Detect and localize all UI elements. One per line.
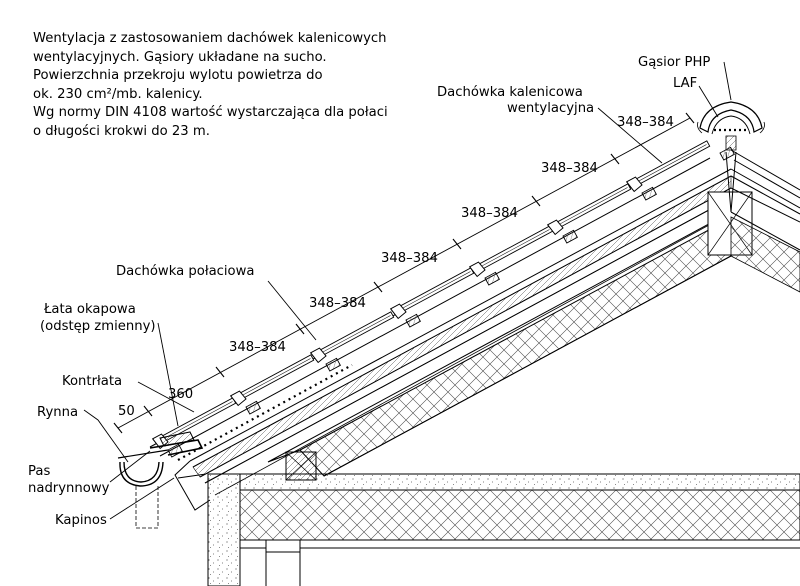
roof-tile xyxy=(625,140,711,193)
note-line: Wg normy DIN 4108 wartość wystarczająca … xyxy=(33,105,388,120)
wall-section xyxy=(207,473,241,586)
leader-laf xyxy=(698,85,719,118)
label-kontrlata: Kontrłata xyxy=(62,374,122,389)
label-kapinos: Kapinos xyxy=(55,513,107,528)
roof-tile xyxy=(229,354,315,407)
ridge-batten xyxy=(725,135,737,151)
note-line: Powierzchnia przekroju wylotu powietrza … xyxy=(33,68,323,83)
label-laf: LAF xyxy=(673,76,697,91)
roof-batten xyxy=(641,186,657,201)
note-line: Wentylacja z zastosowaniem dachówek kale… xyxy=(33,31,387,46)
roof-tiles xyxy=(151,140,735,458)
label-kalenicowa-1: Dachówka kalenicowa xyxy=(437,84,583,100)
building-structure xyxy=(207,451,800,586)
ridge-assembly xyxy=(697,101,800,293)
drip-cap xyxy=(177,473,207,479)
label-lata-1: Łata okapowa xyxy=(43,302,136,317)
floor-slab xyxy=(239,473,800,491)
leader-rynna xyxy=(83,409,129,463)
right-insulation xyxy=(730,216,800,293)
eaves-assembly xyxy=(117,431,211,529)
roof-batten xyxy=(562,229,578,244)
label-lata-2: (odstęp zmienny) xyxy=(40,319,156,334)
fascia-board xyxy=(174,460,211,511)
dimension-chain: 348–384 348–384 348–384 348–384 348–384 348–3… xyxy=(113,112,695,434)
dimension-spacing-label: 348–384 xyxy=(381,251,438,266)
leader-polaciowa xyxy=(267,280,317,341)
rafter xyxy=(267,211,732,463)
dimension-spacing-label: 348–384 xyxy=(461,206,518,221)
ridge-tile xyxy=(699,101,763,133)
airflow-arrow-left xyxy=(697,121,703,134)
ridge-tile-inner xyxy=(711,115,751,135)
dimension-tick xyxy=(610,153,620,165)
roof-tile xyxy=(309,311,395,364)
leader-lata xyxy=(157,322,179,427)
ventilation-note: Wentylacja z zastosowaniem dachówek kale… xyxy=(33,30,433,141)
ridge-support xyxy=(725,151,737,213)
roof-batten xyxy=(484,271,500,286)
leader-gasior xyxy=(723,61,732,101)
label-rynna: Rynna xyxy=(37,405,78,420)
roof-slope-right xyxy=(730,149,800,251)
roof-batten xyxy=(245,400,261,415)
note-line: wentylacyjnych. Gąsiory układane na such… xyxy=(33,49,327,65)
roof-tile xyxy=(389,267,475,320)
downpipe xyxy=(135,486,159,529)
leader-kapinos xyxy=(109,477,175,520)
roof-batten xyxy=(325,357,341,372)
dimension-tick xyxy=(215,366,225,378)
dimension-overhang-label: 50 xyxy=(118,404,135,419)
dimension-spacing-label: 348–384 xyxy=(309,296,366,311)
dimension-line xyxy=(117,117,691,429)
gutter xyxy=(119,461,164,487)
dimension-spacing-label: 348–384 xyxy=(541,161,598,176)
label-pas-2: nadrynnowy xyxy=(28,481,110,496)
inner-ceiling-line xyxy=(323,255,732,477)
labels: Gąsior PHP LAF Dachówka kalenicowa wenty… xyxy=(28,55,710,528)
label-gasior: Gąsior PHP xyxy=(638,55,710,70)
leader-kalenicowa xyxy=(597,107,663,164)
airflow-arrow-right xyxy=(759,121,765,134)
leader-lines xyxy=(83,61,732,520)
roof-tile xyxy=(546,183,632,236)
roof-tile xyxy=(468,225,554,278)
roof-batten xyxy=(405,313,421,328)
dimension-first-batten-label: 360 xyxy=(168,387,193,402)
dimension-tick xyxy=(452,238,462,250)
dimension-tick xyxy=(373,281,383,293)
eaves-batten xyxy=(159,431,195,447)
dimension-tick xyxy=(113,422,123,434)
label-kalenicowa-2: wentylacyjna xyxy=(507,101,594,116)
gutter-bracket xyxy=(117,449,169,459)
leader-pas xyxy=(109,450,151,483)
window-head xyxy=(265,539,301,553)
note-line: o długości krokwi do 23 m. xyxy=(33,123,210,139)
counter-batten-layer xyxy=(192,175,732,478)
dimension-tick xyxy=(143,405,153,417)
dimension-spacing-label: 348–384 xyxy=(229,340,286,355)
rafter-line xyxy=(204,197,732,496)
dimension-tick xyxy=(531,195,541,207)
roof-slope-left xyxy=(149,146,732,496)
dimension-spacing-label: 348–384 xyxy=(617,115,674,130)
wall-lines xyxy=(207,474,800,586)
ceiling-insulation xyxy=(239,489,800,541)
dimension-tick xyxy=(295,323,305,335)
label-pas-1: Pas xyxy=(28,464,50,479)
note-line: ok. 230 cm²/mb. kalenicy. xyxy=(33,86,203,102)
label-polaciowa: Dachówka połaciowa xyxy=(116,263,255,279)
dimension-tick xyxy=(685,112,695,124)
leader-kontrlata xyxy=(137,381,195,413)
roof-insulation xyxy=(299,216,732,477)
